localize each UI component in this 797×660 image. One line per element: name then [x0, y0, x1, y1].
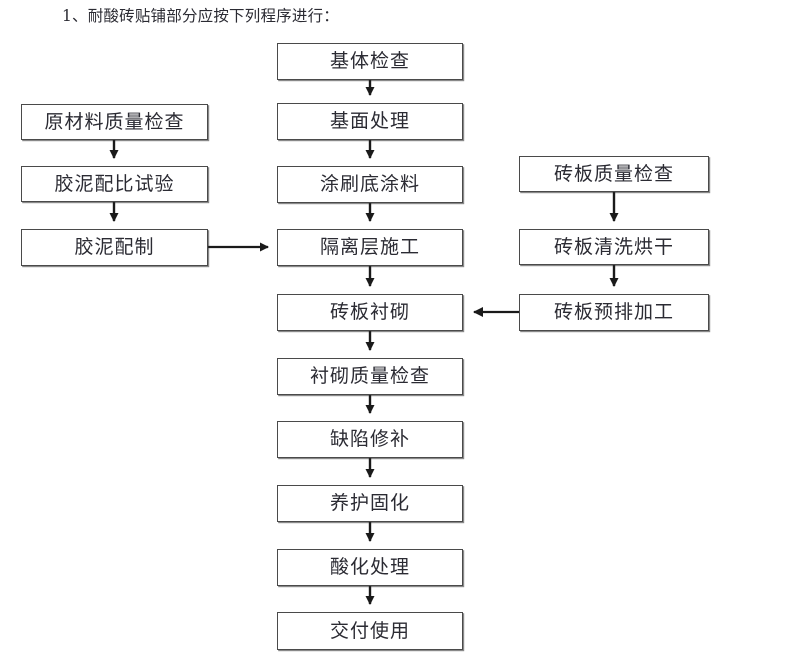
flow-node-基体检查[interactable]: 基体检查	[277, 43, 463, 80]
flow-node-label: 衬砌质量检查	[309, 365, 430, 387]
flow-node-基面处理[interactable]: 基面处理	[277, 103, 463, 140]
flow-node-label: 交付使用	[329, 619, 410, 642]
flow-node-砖板预排加工[interactable]: 砖板预排加工	[519, 294, 709, 331]
flow-node-隔离层施工[interactable]: 隔离层施工	[277, 229, 463, 266]
flow-node-label: 基体检查	[329, 50, 410, 72]
flow-node-原材料质量检查[interactable]: 原材料质量检查	[21, 104, 208, 140]
flow-node-衬砌质量检查[interactable]: 衬砌质量检查	[277, 358, 463, 395]
flow-node-label: 砖板预排加工	[553, 301, 674, 323]
flow-node-label: 缺陷修补	[329, 428, 410, 450]
flow-node-砖板衬砌[interactable]: 砖板衬砌	[277, 294, 463, 331]
flow-node-label: 胶泥配制	[74, 236, 155, 258]
flow-node-胶泥配比试验[interactable]: 胶泥配比试验	[21, 166, 208, 202]
flow-node-交付使用[interactable]: 交付使用	[277, 612, 463, 650]
flow-node-胶泥配制[interactable]: 胶泥配制	[21, 229, 208, 266]
flow-node-砖板质量检查[interactable]: 砖板质量检查	[519, 156, 709, 192]
flow-node-label: 砖板质量检查	[553, 162, 674, 185]
flow-node-label: 砖板衬砌	[329, 301, 410, 323]
flow-node-label: 隔离层施工	[319, 236, 420, 258]
page-title: 1、耐酸砖贴铺部分应按下列程序进行：	[62, 7, 339, 25]
flow-node-label: 基面处理	[329, 110, 410, 132]
flow-node-缺陷修补[interactable]: 缺陷修补	[277, 421, 463, 458]
flow-node-label: 胶泥配比试验	[54, 172, 175, 195]
flow-node-label: 原材料质量检查	[44, 110, 185, 133]
flow-node-砖板清洗烘干[interactable]: 砖板清洗烘干	[519, 229, 709, 265]
flow-node-label: 酸化处理	[329, 556, 410, 578]
flow-node-label: 砖板清洗烘干	[553, 235, 674, 258]
flow-node-label: 涂刷底涂料	[319, 173, 420, 195]
flow-node-label: 养护固化	[329, 492, 410, 514]
flow-node-酸化处理[interactable]: 酸化处理	[277, 549, 463, 586]
flow-node-养护固化[interactable]: 养护固化	[277, 485, 463, 522]
flow-node-涂刷底涂料[interactable]: 涂刷底涂料	[277, 166, 463, 203]
